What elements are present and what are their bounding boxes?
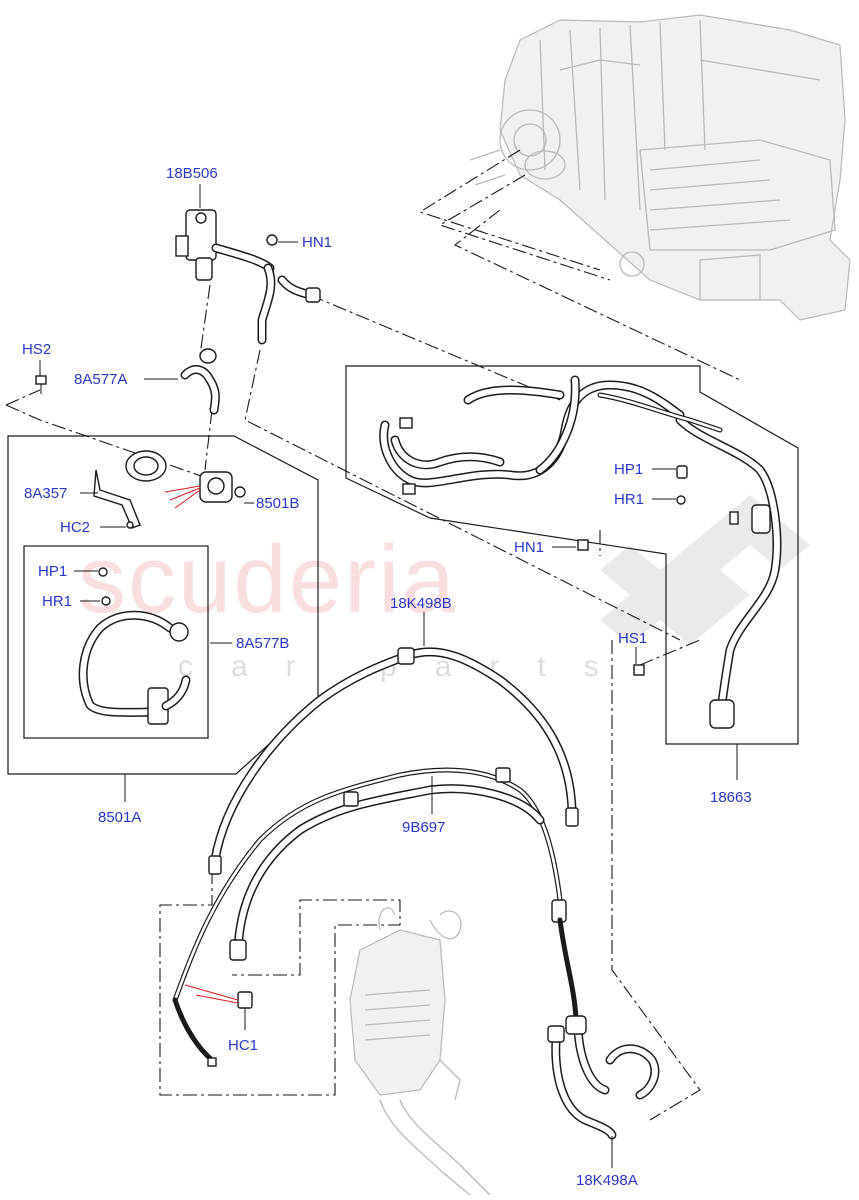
callout-HC2: HC2	[60, 519, 90, 536]
connection-lines	[5, 149, 741, 1121]
callout-HS1: HS1	[618, 630, 647, 647]
callout-18663: 18663	[710, 789, 752, 806]
callout-8501A: 8501A	[98, 809, 141, 826]
hose-8A577B	[78, 567, 191, 725]
callout-HR1-right: HR1	[614, 491, 644, 508]
pump-bracket-8501	[93, 450, 246, 529]
hvac-unit-ghost	[469, 14, 851, 321]
callout-HR1-left: HR1	[42, 593, 72, 610]
leader-lines	[39, 184, 676, 1168]
callout-8A357: 8A357	[24, 485, 67, 502]
callout-labels: 18B506 HN1 HS2 8A577A 8A357 8501B HC2 HP…	[22, 165, 752, 1189]
callout-HP1-left: HP1	[38, 563, 67, 580]
pipe-18K498A	[547, 1015, 660, 1140]
callout-9B697: 9B697	[402, 819, 445, 836]
callout-8A577A: 8A577A	[74, 371, 127, 388]
bolt-HS2	[35, 375, 47, 394]
callout-HN1-top: HN1	[302, 234, 332, 251]
callout-18K498B: 18K498B	[390, 595, 452, 612]
fasteners-mid	[577, 539, 645, 676]
pipe-9B697	[172, 767, 579, 1067]
callout-HS2: HS2	[22, 341, 51, 358]
pipe-18K498B	[208, 647, 579, 875]
heater-unit-ghost	[349, 907, 491, 1196]
hose-assembly-18663	[379, 375, 782, 729]
callout-18B506: 18B506	[166, 165, 218, 182]
callout-8A577B: 8A577B	[236, 635, 289, 652]
callout-HP1-right: HP1	[614, 461, 643, 478]
pump-18B506	[175, 209, 321, 345]
hose-8A577A	[180, 348, 220, 415]
callout-HN1-mid: HN1	[514, 539, 544, 556]
clip-HC1	[237, 991, 253, 1009]
callout-8501B: 8501B	[256, 495, 299, 512]
callout-18K498A: 18K498A	[576, 1172, 638, 1189]
red-leaders	[164, 485, 239, 1004]
callout-HC1: HC1	[228, 1037, 258, 1054]
group-frame-18663	[345, 365, 799, 780]
